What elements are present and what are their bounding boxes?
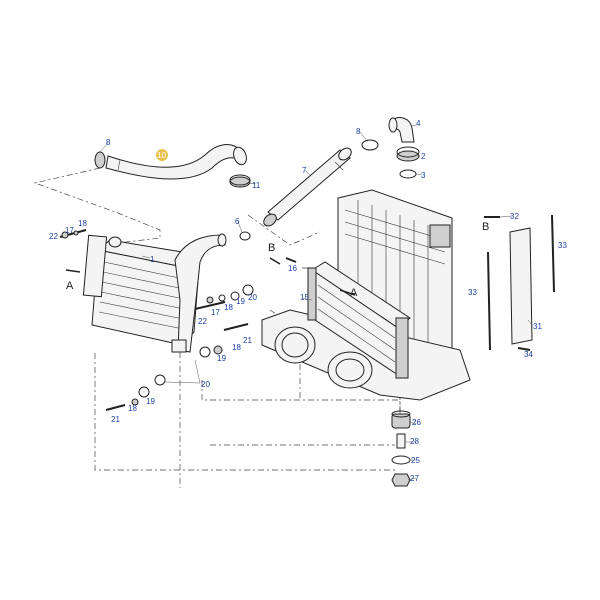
- callout-16: 16: [288, 264, 297, 273]
- rod-33-left: [487, 251, 491, 351]
- letter-b-right: B: [482, 221, 489, 233]
- callout-15: 15: [300, 293, 309, 302]
- callout-18-mid: 18: [232, 343, 241, 352]
- callout-18-upper: 18: [224, 303, 233, 312]
- upper-hose: [105, 144, 247, 180]
- callout-1: 1: [150, 255, 155, 264]
- clamp-8-upper: [361, 139, 379, 151]
- callout-19-mid: 19: [217, 354, 226, 363]
- hose-clamp-left: [94, 151, 106, 169]
- charge-air-cooler: [82, 233, 227, 353]
- callout-19-upper: 19: [236, 297, 245, 306]
- letter-b-mid: B: [268, 242, 275, 254]
- callout-22-mid: 22: [198, 317, 207, 326]
- callout-20-lower: 20: [201, 380, 210, 389]
- callout-33-left: 33: [468, 288, 477, 297]
- callout-11: 11: [252, 181, 261, 190]
- oil-cooler-15: [307, 261, 411, 379]
- nut-27: [391, 473, 411, 487]
- callout-34: 34: [524, 350, 533, 359]
- callout-8-upper-left: 8: [106, 138, 111, 147]
- callouts: 8 10 11 8 4 2 3 7 6 18 17 22 1 16 15 20 …: [49, 119, 567, 483]
- callout-33-right: 33: [558, 241, 567, 250]
- pin-34: [517, 347, 531, 351]
- callout-3: 3: [421, 171, 426, 180]
- callout-21-mid: 21: [243, 336, 252, 345]
- callout-17-mid: 17: [211, 308, 220, 317]
- callout-21-lower: 21: [111, 415, 120, 424]
- spacer-28: [396, 433, 406, 449]
- callout-7: 7: [302, 166, 307, 175]
- washer-25: [391, 455, 411, 465]
- letter-a-right: A: [350, 287, 358, 299]
- clamp-2: [396, 146, 420, 162]
- callout-28: 28: [410, 437, 419, 446]
- callout-19-lower: 19: [146, 397, 155, 406]
- callout-8-upper-right: 8: [356, 127, 361, 136]
- callout-18-lower: 18: [128, 404, 137, 413]
- o-ring-3: [399, 169, 417, 179]
- callout-10-highlighted: 10: [157, 151, 166, 160]
- fasteners: [59, 229, 297, 411]
- callout-31: 31: [533, 322, 542, 331]
- letter-a-left: A: [66, 280, 74, 292]
- hose-clamp-11: [229, 174, 251, 188]
- callout-6: 6: [235, 217, 240, 226]
- callout-4: 4: [416, 119, 421, 128]
- callout-32: 32: [510, 212, 519, 221]
- callout-26: 26: [412, 418, 421, 427]
- panel-31: [509, 227, 533, 345]
- direction-arrows: [65, 216, 490, 296]
- callout-20-upper: 20: [248, 293, 257, 302]
- lower-bracket: [261, 309, 471, 401]
- callout-27: 27: [410, 474, 419, 483]
- rod-33-right: [551, 214, 555, 293]
- leader-lines: [99, 124, 534, 481]
- callout-2: 2: [421, 152, 426, 161]
- callout-17-top: 17: [65, 226, 74, 235]
- elbow-fitting: [388, 117, 415, 143]
- highlight-marker: [156, 149, 168, 161]
- callout-22-top: 22: [49, 232, 58, 241]
- callout-18-top: 18: [78, 219, 87, 228]
- callout-25: 25: [411, 456, 420, 465]
- diagonal-hose: [263, 147, 352, 227]
- rubber-mount-26: [391, 410, 411, 429]
